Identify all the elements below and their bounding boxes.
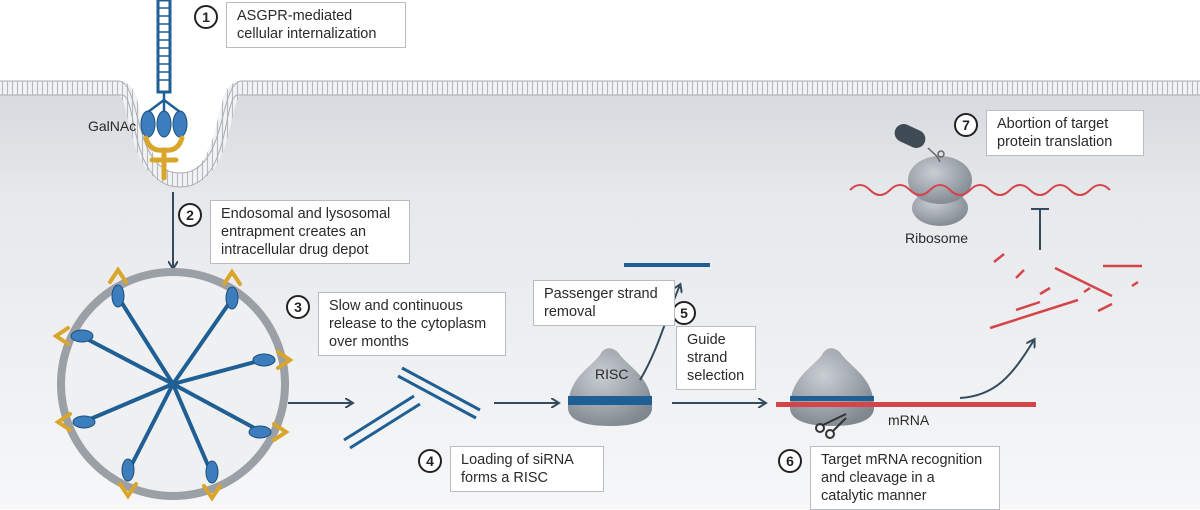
mrna-label: mRNA bbox=[888, 412, 930, 428]
arrow-passenger-removal bbox=[639, 285, 680, 381]
step-2: 2 Endosomal and lysosomal entrapment cre… bbox=[178, 200, 410, 264]
step-description: Target mRNA recognition and cleavage in … bbox=[810, 446, 1000, 510]
endosome bbox=[52, 266, 294, 502]
ribosome bbox=[849, 124, 1111, 226]
step-1: 1 ASGPR-mediated cellular internalizatio… bbox=[194, 2, 406, 48]
step-number: 5 bbox=[672, 301, 696, 325]
nascent-protein bbox=[894, 124, 926, 148]
step-5: 5 bbox=[672, 298, 696, 325]
step-6: 6 Target mRNA recognition and cleavage i… bbox=[778, 446, 1000, 510]
sirna-galnac-conjugate bbox=[140, 0, 188, 181]
step-description: Endosomal and lysosomal entrapment creat… bbox=[210, 200, 410, 264]
step-description: Slow and continuous release to the cytop… bbox=[318, 292, 506, 356]
step-number: 1 bbox=[194, 5, 218, 29]
step-description: Loading of siRNA forms a RISC bbox=[450, 446, 604, 492]
step-description: Abortion of target protein translation bbox=[986, 110, 1144, 156]
risc-mrna-complex bbox=[776, 348, 1036, 439]
cleaved-mrna-fragments bbox=[989, 253, 1142, 330]
step-5-description: Guide strand selection bbox=[676, 326, 756, 390]
step-number: 2 bbox=[178, 203, 202, 227]
cell-membrane bbox=[0, 81, 1200, 188]
risc-label: RISC bbox=[595, 366, 629, 382]
step-description: ASGPR-mediated cellular internalization bbox=[226, 2, 406, 48]
step-number: 6 bbox=[778, 449, 802, 473]
scissors-icon bbox=[815, 413, 847, 439]
arrow-cleavage bbox=[959, 340, 1034, 399]
passenger-strand-label: Passenger strand removal bbox=[533, 280, 675, 326]
passenger-strand bbox=[624, 263, 710, 267]
risc-complex bbox=[568, 348, 652, 426]
step-number: 4 bbox=[418, 449, 442, 473]
step-3: 3 Slow and continuous release to the cyt… bbox=[286, 292, 506, 356]
step-7: 7 Abortion of target protein translation bbox=[954, 110, 1144, 156]
step-number: 3 bbox=[286, 295, 310, 319]
inhibition-mark bbox=[1031, 208, 1049, 250]
galnac-label: GalNAc bbox=[88, 118, 137, 134]
ribosome-label: Ribosome bbox=[905, 230, 969, 246]
step-number: 7 bbox=[954, 113, 978, 137]
step-4: 4 Loading of siRNA forms a RISC bbox=[418, 446, 604, 492]
released-sirna bbox=[343, 366, 481, 450]
